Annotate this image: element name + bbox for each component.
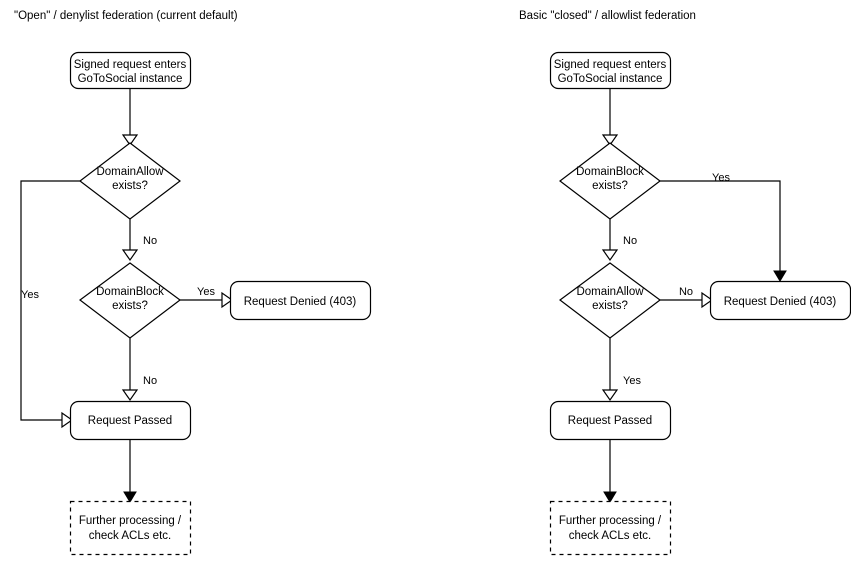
edge-label-domainallow-no-right: No [679, 286, 693, 298]
arrowhead-open-icon [121, 389, 139, 402]
node-decision-domainallow-left[interactable]: DomainAllow exists? [79, 142, 181, 220]
node-decision-domainblock-left-label-line1: DomainBlock [96, 286, 164, 298]
edge-label-domainblock-yes-left: Yes [197, 286, 215, 298]
edge-domainallow-no-right: No [660, 286, 714, 309]
node-request-passed-left[interactable]: Request Passed [69, 400, 192, 441]
edge-start-to-domainallow-left [121, 88, 139, 147]
edge-passed-to-further-left [123, 439, 137, 503]
node-request-denied-left[interactable]: Request Denied (403) [229, 280, 372, 321]
edge-domainblock-no-right: No [601, 219, 637, 262]
node-decision-domainallow-right-label-line1: DomainAllow [576, 286, 644, 298]
arrowhead-solid-icon [123, 491, 137, 503]
edge-label-domainallow-yes-left: Yes [21, 289, 39, 301]
node-start-right-label-line2: GoToSocial instance [558, 73, 663, 85]
arrowhead-open-icon [601, 249, 619, 262]
arrowhead-open-icon [121, 134, 139, 147]
node-decision-domainblock-right[interactable]: DomainBlock exists? [559, 142, 661, 220]
arrowhead-open-icon [121, 249, 139, 262]
node-decision-domainblock-right-label-line1: DomainBlock [576, 166, 644, 178]
arrowhead-open-icon [61, 411, 74, 429]
node-request-denied-left-shape [229, 280, 372, 321]
node-further-processing-right-shape [549, 500, 672, 556]
node-decision-domainallow-right-label-line2: exists? [592, 300, 628, 312]
node-start-right-label-line1: Signed request enters [554, 59, 667, 71]
arrowhead-solid-icon [603, 491, 617, 503]
edge-domainblock-yes-left: Yes [180, 286, 234, 309]
edge-label-domainallow-yes-right: Yes [623, 375, 641, 387]
edge-label-domainblock-no-left: No [143, 375, 157, 387]
diagram-title-right: Basic "closed" / allowlist federation [519, 10, 696, 22]
node-further-processing-right[interactable]: Further processing / check ACLs etc. [549, 500, 672, 556]
arrowhead-solid-icon [773, 270, 787, 282]
node-start-left-label-line1: Signed request enters [74, 59, 187, 71]
node-further-processing-left-label-line1: Further processing / [79, 515, 182, 527]
edge-passed-to-further-right [603, 439, 617, 503]
edge-label-domainblock-yes-right: Yes [712, 172, 730, 184]
node-further-processing-left[interactable]: Further processing / check ACLs etc. [69, 500, 192, 556]
diagram-closed-allowlist: Basic "closed" / allowlist federation Si… [519, 10, 851, 556]
edge-start-to-domainblock-right [601, 88, 619, 147]
node-decision-domainblock-left-label-line2: exists? [112, 300, 148, 312]
arrowhead-open-icon [701, 291, 714, 309]
arrowhead-open-icon [221, 291, 234, 309]
node-decision-domainallow-left-label-line2: exists? [112, 180, 148, 192]
node-further-processing-right-label-line1: Further processing / [559, 515, 662, 527]
node-decision-domainblock-right-label-line2: exists? [592, 180, 628, 192]
arrowhead-open-icon [601, 389, 619, 402]
node-further-processing-right-label-line2: check ACLs etc. [569, 530, 651, 542]
node-request-passed-right-label: Request Passed [568, 415, 652, 427]
diagram-open-denylist: "Open" / denylist federation (current de… [14, 10, 372, 556]
node-start-left-label-line2: GoToSocial instance [78, 73, 183, 85]
node-request-passed-left-label: Request Passed [88, 415, 172, 427]
node-further-processing-left-shape [69, 500, 192, 556]
node-decision-domainallow-left-label-line1: DomainAllow [96, 166, 164, 178]
edge-domainallow-no-left: No [121, 219, 157, 262]
diagram-title-left: "Open" / denylist federation (current de… [14, 10, 238, 22]
edge-domainblock-no-left: No [121, 338, 157, 402]
edge-label-domainblock-no-right: No [623, 235, 637, 247]
edge-domainallow-yes-left: Yes [20, 180, 80, 429]
node-request-passed-right[interactable]: Request Passed [549, 400, 672, 441]
node-decision-domainallow-right[interactable]: DomainAllow exists? [558, 262, 662, 339]
node-request-denied-right[interactable]: Request Denied (403) [709, 280, 851, 321]
edge-domainallow-yes-right: Yes [601, 338, 641, 402]
edge-domainblock-yes-right: Yes [660, 172, 787, 282]
node-further-processing-left-label-line2: check ACLs etc. [89, 530, 171, 542]
node-request-denied-left-label: Request Denied (403) [244, 296, 357, 308]
node-decision-domainblock-left[interactable]: DomainBlock exists? [78, 262, 182, 339]
edge-label-domainallow-no-left: No [143, 235, 157, 247]
node-start-right[interactable]: Signed request enters GoToSocial instanc… [549, 51, 672, 90]
arrowhead-open-icon [601, 134, 619, 147]
node-start-left[interactable]: Signed request enters GoToSocial instanc… [69, 51, 192, 90]
node-request-denied-right-label: Request Denied (403) [724, 296, 837, 308]
